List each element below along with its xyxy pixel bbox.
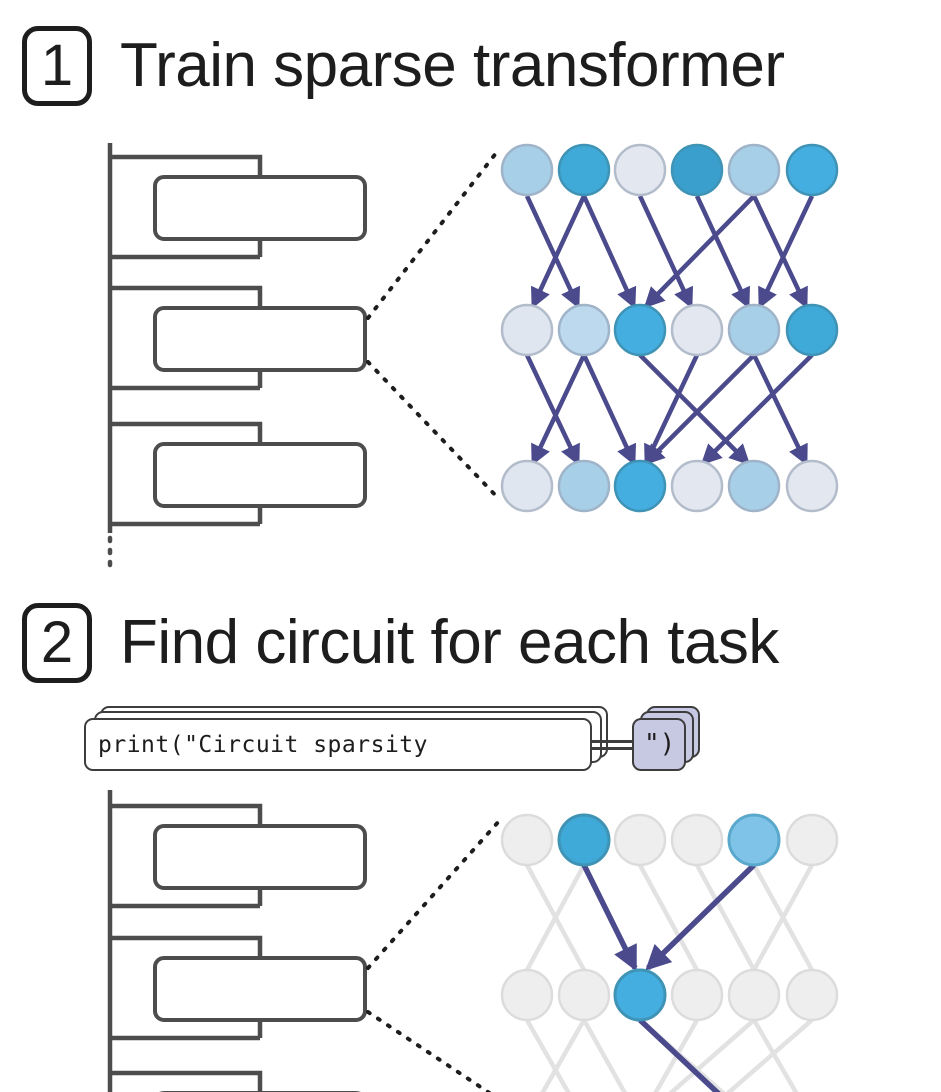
circuit-nodes-row-0	[500, 813, 839, 867]
block-2-module	[153, 306, 367, 372]
circuit-inactive-edges-layer-1	[525, 863, 814, 972]
transformer-block-3-step2	[110, 1070, 361, 1092]
network-node	[727, 143, 781, 197]
step-1-title: Train sparse transformer	[120, 31, 785, 100]
circuit-node-inactive	[670, 968, 724, 1022]
network-node	[785, 303, 839, 357]
circuit-node-inactive	[785, 968, 839, 1022]
transformer-block-2	[110, 285, 367, 391]
code-card-main[interactable]: print("Circuit sparsity	[84, 718, 592, 771]
circuit-node-active	[557, 813, 611, 867]
transformer-block-1-step2	[110, 803, 367, 909]
circuit-node-inactive	[785, 813, 839, 867]
code-text: print("Circuit sparsity	[98, 732, 428, 758]
block-1-module	[153, 175, 367, 241]
network-node	[670, 143, 724, 197]
network-node	[557, 303, 611, 357]
network-node	[557, 459, 611, 513]
circuit-node-active	[727, 813, 781, 867]
network-node	[500, 303, 554, 357]
code-snippet-stack[interactable]: print("Circuit sparsity ")	[84, 706, 700, 778]
network-node	[670, 303, 724, 357]
network-nodes-row-1	[500, 303, 839, 357]
circuit-inactive-edges-layer-2	[525, 1018, 814, 1092]
tail-code-text: ")	[644, 729, 676, 759]
network-node	[613, 303, 667, 357]
step-2-header: 2 Find circuit for each task	[22, 603, 779, 683]
network-edges-layer-1	[524, 194, 815, 309]
network-node	[785, 459, 839, 513]
network-node	[613, 459, 667, 513]
circuit-node-inactive	[727, 968, 781, 1022]
network-node	[613, 143, 667, 197]
network-edges-layer-2	[524, 353, 814, 466]
block-2-module-step2	[153, 956, 367, 1022]
network-nodes-row-0	[500, 143, 839, 197]
step-2-badge: 2	[22, 603, 92, 683]
circuit-node-inactive	[670, 813, 724, 867]
step-1-badge: 1	[22, 26, 92, 106]
network-nodes-row-2	[500, 459, 839, 513]
network-node	[500, 459, 554, 513]
network-node	[727, 459, 781, 513]
circuit-node-inactive	[613, 813, 667, 867]
network-node	[785, 143, 839, 197]
network-node	[500, 143, 554, 197]
step-1-header: 1 Train sparse transformer	[22, 26, 785, 106]
transformer-block-1	[110, 154, 367, 260]
zoom-connector-dotted-lines-2	[366, 818, 502, 1092]
circuit-node-inactive	[557, 968, 611, 1022]
tail-card-main[interactable]: ")	[632, 718, 686, 771]
circuit-node-active	[613, 968, 667, 1022]
step-2-graphics	[107, 790, 839, 1092]
block-1-module-step2	[153, 824, 367, 890]
circuit-node-inactive	[500, 968, 554, 1022]
circuit-nodes-row-1	[500, 968, 839, 1022]
transformer-block-3	[110, 421, 367, 527]
transformer-block-2-step2	[110, 935, 367, 1041]
circuit-active-edges	[581, 863, 756, 1092]
network-node	[670, 459, 724, 513]
step-1-graphics	[107, 143, 839, 568]
network-node	[727, 303, 781, 357]
network-node	[557, 143, 611, 197]
zoom-connector-dotted-lines	[366, 146, 502, 502]
step-2-title: Find circuit for each task	[120, 608, 779, 677]
circuit-node-inactive	[500, 813, 554, 867]
block-3-module	[153, 442, 367, 508]
